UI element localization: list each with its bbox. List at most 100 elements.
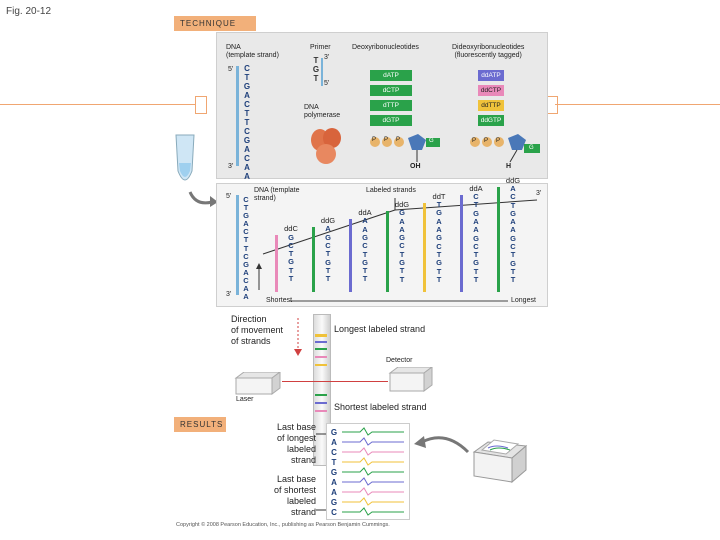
- strand-head: ddG: [320, 216, 336, 226]
- dideoxynucleotide-structure-icon: [470, 134, 540, 163]
- primer-label: Primer: [310, 44, 331, 51]
- dideoxy-ddctp: ddCTP: [478, 85, 504, 96]
- trace-peak: [342, 487, 404, 496]
- band-7: [315, 402, 327, 404]
- strand-base: T: [288, 274, 294, 284]
- strand-head: ddG: [394, 200, 410, 209]
- chromatogram-trace: [342, 427, 404, 516]
- strand-base: G: [473, 208, 479, 218]
- strand-head: ddA: [469, 183, 483, 193]
- growth-arrow-icon: [256, 263, 262, 290]
- strand-base: C: [436, 241, 442, 251]
- transfer-arrow-icon: [188, 191, 218, 207]
- strand-base: T: [510, 266, 516, 276]
- strand-base: G: [436, 233, 442, 243]
- template-base: C: [244, 154, 250, 163]
- shortest-label: Shortest: [266, 297, 293, 304]
- strand-head: ddG: [505, 175, 521, 185]
- detector-label: Detector: [386, 357, 413, 364]
- template-base: A: [244, 172, 250, 181]
- dideoxy-base-g: G: [529, 145, 534, 151]
- strand-base: A: [473, 216, 479, 226]
- direction-arrow-icon: [294, 318, 302, 356]
- copyright: Copyright © 2008 Pearson Education, Inc.…: [176, 522, 390, 528]
- strand-base: G: [399, 233, 405, 243]
- strand-base: T: [362, 274, 368, 284]
- last-base-shortest-label: Last base of shortest labeled strand: [273, 474, 316, 517]
- deoxy-p2: P: [384, 137, 389, 143]
- template-base: T: [244, 118, 250, 127]
- shortest-strand-label: Shortest labeled strand: [334, 402, 427, 412]
- middle-template-base: A: [243, 284, 249, 294]
- template-base: G: [243, 136, 251, 145]
- template-base: C: [244, 127, 250, 136]
- technique-tag: TECHNIQUE: [174, 16, 256, 31]
- middle-template-label: DNA (template strand): [254, 187, 300, 202]
- strand-base: T: [362, 266, 368, 276]
- result-base: G: [330, 468, 338, 477]
- strand-base: T: [436, 200, 442, 210]
- template-base: A: [244, 163, 250, 172]
- result-base: C: [331, 508, 337, 517]
- strand-base: T: [399, 274, 405, 284]
- template-3prime: 3': [228, 163, 234, 170]
- strand-base: G: [288, 232, 294, 242]
- longest-label: Longest: [511, 297, 536, 304]
- result-base: A: [331, 488, 337, 497]
- band-8: [315, 410, 327, 412]
- strand-base: T: [436, 266, 442, 276]
- strand-base: T: [473, 266, 479, 276]
- strand-head: ddA: [358, 208, 372, 218]
- oh-label: OH: [410, 163, 421, 170]
- strand-base: T: [510, 250, 516, 260]
- strand-base: T: [325, 249, 331, 259]
- primer-base: T: [313, 56, 319, 65]
- strand-base: A: [325, 224, 331, 234]
- deoxynucleotide-structure-icon: [370, 134, 440, 162]
- band-6: [315, 394, 327, 396]
- polymerase-label: DNA polymerase: [304, 104, 341, 119]
- template-base: T: [244, 73, 250, 82]
- strand-backbone: [460, 194, 463, 292]
- primer-5prime: 5': [324, 80, 330, 87]
- trace-peak: [342, 437, 404, 446]
- middle-template-base: C: [243, 227, 249, 237]
- middle-template-base: T: [243, 203, 249, 213]
- template-5prime: 5': [228, 66, 234, 73]
- template-base: T: [244, 109, 250, 118]
- deoxy-datp: dATP: [370, 70, 412, 81]
- trace-peak: [342, 477, 404, 486]
- template-backbone: [236, 66, 239, 166]
- test-tube-icon: [175, 134, 195, 181]
- strand-backbone: [497, 186, 500, 292]
- output-arrow-icon: [414, 436, 470, 454]
- strand-base: G: [399, 208, 405, 218]
- strand-base: A: [362, 224, 368, 234]
- strand-base: T: [325, 274, 331, 284]
- strand-backbone: [275, 235, 278, 292]
- strand-base: A: [399, 224, 405, 234]
- band-1: [315, 334, 327, 337]
- deoxy-base-g: G: [429, 138, 434, 144]
- strand-base: C: [362, 241, 368, 251]
- middle-5prime: 5': [226, 193, 232, 200]
- middle-template-base: C: [243, 251, 249, 261]
- strand-base: C: [288, 240, 294, 250]
- strand-head: ddC: [284, 224, 298, 234]
- strand-base: T: [362, 249, 368, 259]
- sequencer-printer-icon: [472, 439, 528, 484]
- middle-template-base: G: [243, 211, 249, 221]
- strand-base: C: [399, 241, 405, 251]
- strand-base: T: [473, 250, 479, 260]
- strand-base: T: [473, 200, 479, 210]
- labeled-strands-panel: [216, 183, 548, 307]
- h-label: H: [506, 163, 512, 170]
- trace-peak: [342, 467, 404, 476]
- last-base-brackets: [316, 433, 326, 511]
- middle-template-base: C: [243, 195, 249, 204]
- middle-template-base: T: [243, 235, 249, 245]
